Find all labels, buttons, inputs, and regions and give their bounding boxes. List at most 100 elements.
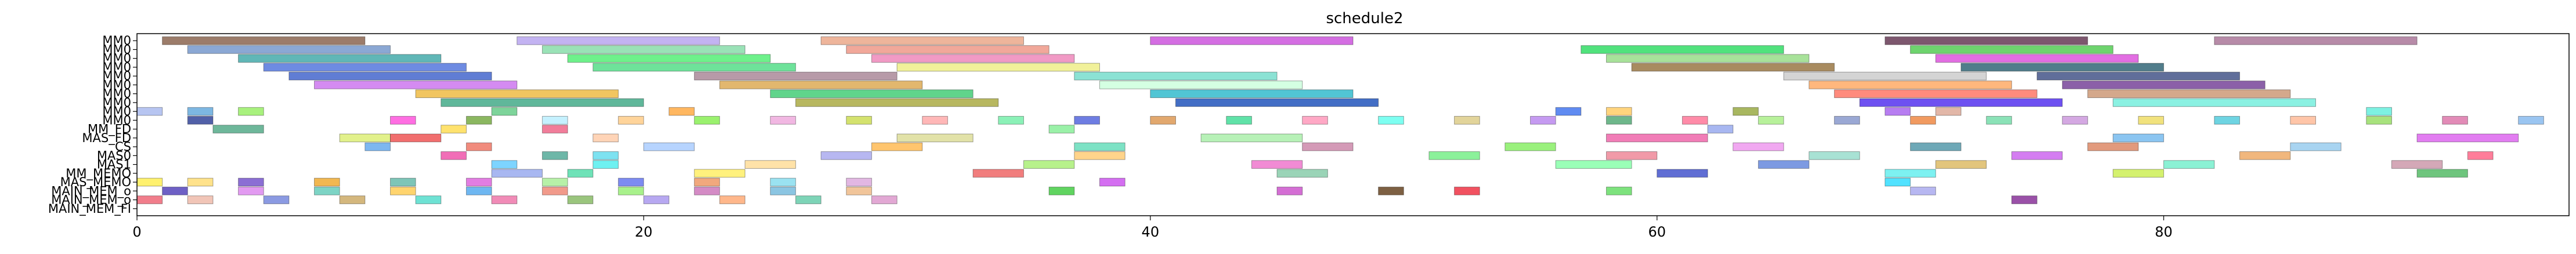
task-bar [491,169,543,178]
task-bar [1758,116,1784,125]
task-bar [820,151,872,160]
task-bar [1910,116,1936,125]
task-bar [846,45,1049,54]
task-bar [314,81,518,89]
task-bar [491,107,518,116]
y-tick-label: MM0 [102,104,131,118]
task-bar [871,142,923,151]
task-bar [2290,142,2342,151]
task-bar [618,116,644,125]
task-bar [1986,116,2012,125]
y-tick-label: MM0 [102,52,131,66]
task-bar [1935,160,1987,169]
task-bar [263,63,467,72]
task-bar [238,186,264,195]
task-bar [2366,107,2392,116]
task-bar [1251,160,1303,169]
y-axis: MM0MM0MM0MM0MM0MM0MM0MM0MM0MM0MM_FDMAS_F… [48,34,137,216]
task-bar [187,177,214,187]
chart-title: schedule2 [1326,10,1403,27]
task-bar [1302,116,1328,125]
task-bar [1885,169,1936,178]
task-bar [1606,186,1632,195]
task-bar [1276,186,1303,195]
task-bar [1048,186,1075,195]
task-bar [389,177,416,187]
task-bar [593,133,619,143]
task-bar [846,186,872,195]
task-bar [466,116,492,125]
task-bar [1809,151,1860,160]
task-bar [2391,160,2443,169]
y-tick-label: MAIN_MEM_o [51,193,131,208]
task-bar [441,125,467,133]
task-bar [1023,160,1075,169]
task-bar [2112,98,2317,107]
task-bar [1910,186,1936,195]
y-tick-label: MM0 [102,113,131,127]
task-bar [517,36,720,45]
task-bar [2416,133,2519,143]
task-bar [896,133,973,143]
task-bar [542,125,568,133]
task-bar [1276,169,1328,178]
task-bar [2290,116,2317,125]
task-bar [542,186,568,195]
task-bar [2138,116,2164,125]
task-bar [365,142,391,151]
task-bar [1733,107,1759,116]
task-bar [1175,98,1379,107]
task-bar [795,195,821,204]
task-bar [643,142,695,151]
task-bar [770,177,796,187]
task-bar [593,151,619,160]
task-bar [288,71,492,81]
task-bar [2112,133,2164,143]
task-bar [466,142,492,151]
task-bar [2087,142,2139,151]
task-bars [136,36,2544,204]
task-bar [1150,89,1354,99]
task-bar [1961,63,2164,72]
task-bar [2163,160,2215,169]
task-bar [162,36,366,45]
task-bar [187,45,391,54]
task-bar [770,89,973,99]
task-bar [1099,177,1125,187]
task-bar [2087,89,2291,99]
task-bar [1834,89,2037,99]
task-bar [441,98,644,107]
y-tick-label: MM0 [102,69,131,83]
y-tick-label: MM_FD [88,122,131,137]
task-bar [1885,36,2088,45]
x-tick-label: 80 [2155,224,2173,240]
y-tick-label: MAS0 [97,148,131,162]
task-bar [389,116,416,125]
task-bar [1530,116,1556,125]
task-bar [441,151,467,160]
task-bar [2416,169,2468,178]
task-bar [1885,107,1911,116]
task-bar [1733,142,1784,151]
task-bar [567,195,594,204]
task-bar [2036,71,2241,81]
task-bar [2467,151,2494,160]
task-bar [136,195,163,204]
task-bar [1859,98,2063,107]
task-bar [2214,36,2418,45]
task-bar [669,107,695,116]
task-bar [1454,186,1480,195]
task-bar [2112,169,2164,178]
task-bar [1302,142,1354,151]
task-bar [1074,142,1125,151]
task-bar [972,169,1024,178]
y-tick-label: MM0 [102,78,131,92]
task-bar [770,116,796,125]
task-bar [491,195,518,204]
task-bar [1454,116,1480,125]
task-bar [2214,116,2241,125]
task-bar [1428,151,1480,160]
task-bar [314,186,340,195]
y-tick-label: MAIN_MEM_FI [48,202,131,216]
task-bar [846,177,872,187]
